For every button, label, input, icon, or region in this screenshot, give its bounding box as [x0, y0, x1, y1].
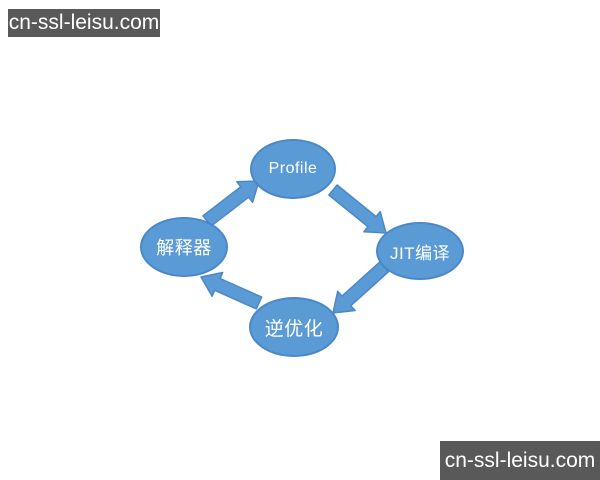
node-interpreter: 解释器	[140, 217, 228, 277]
node-interpreter-label: 解释器	[156, 238, 212, 258]
node-deoptimize-label: 逆优化	[264, 318, 324, 340]
arrow-jit-to-deoptimize	[332, 261, 390, 314]
arrow-profile-to-jit	[328, 184, 387, 234]
node-jit-compile-label: JIT编译	[389, 243, 451, 263]
node-deoptimize: 逆优化	[249, 297, 339, 357]
node-jit-compile: JIT编译	[376, 222, 464, 280]
arrow-deoptimize-to-interpreter	[200, 271, 263, 310]
node-profile-label: Profile	[268, 160, 318, 177]
node-profile: Profile	[250, 139, 336, 199]
watermark-bottom-right: cn-ssl-leisu.com	[440, 441, 600, 480]
watermark-top-left: cn-ssl-leisu.com	[8, 9, 160, 37]
arrow-interpreter-to-profile	[202, 180, 260, 227]
